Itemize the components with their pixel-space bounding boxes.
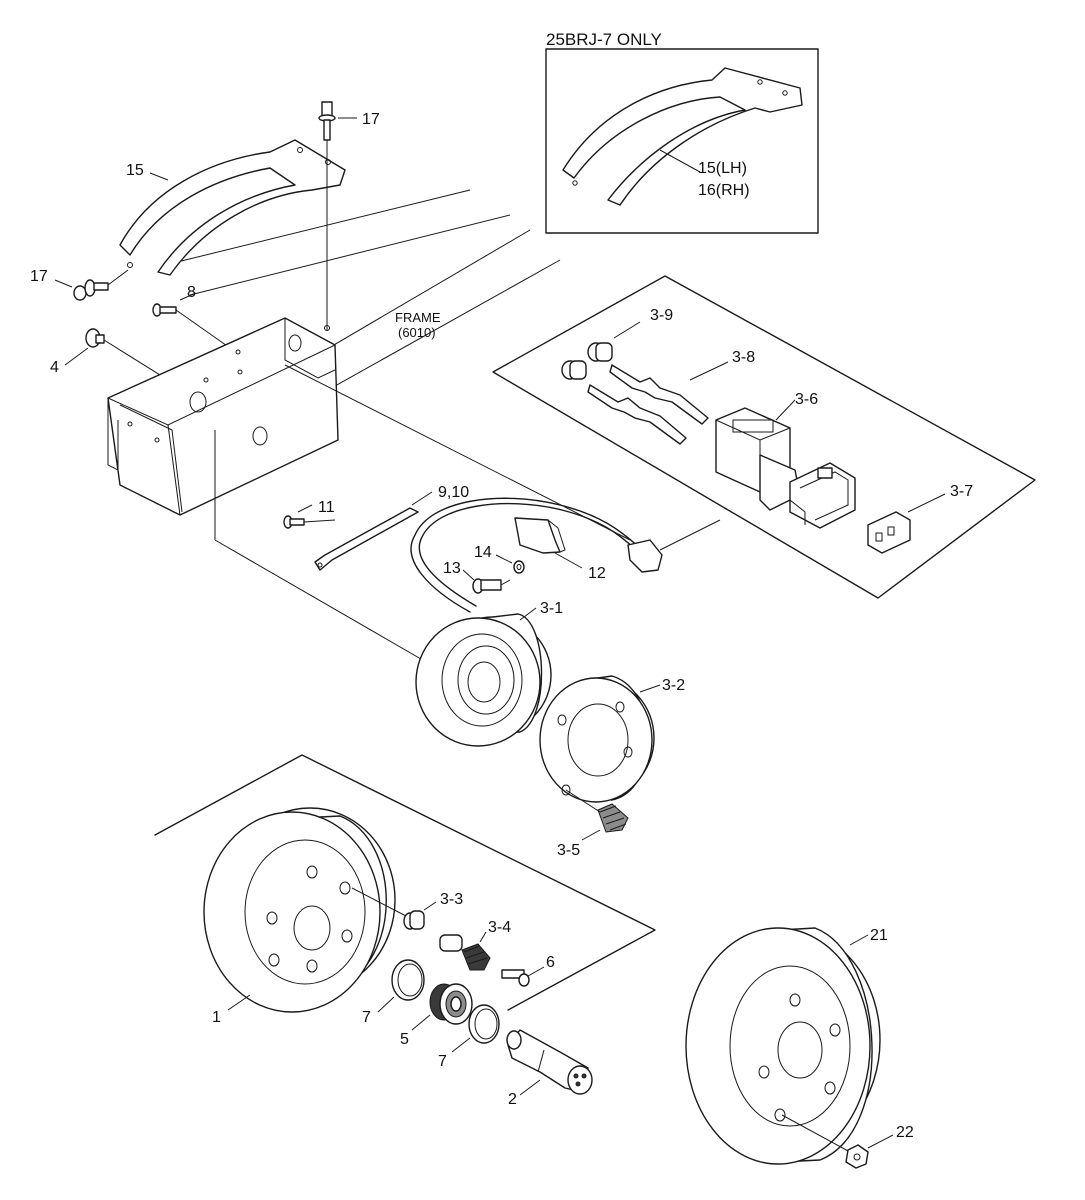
wheel-21: 21 <box>685 927 888 1165</box>
callout-4: 4 <box>50 359 59 376</box>
callout-3-9: 3-9 <box>650 307 673 324</box>
callout-7-lower: 7 <box>438 1053 447 1070</box>
nut-22: 22 <box>781 1114 914 1169</box>
callout-17-side: 17 <box>30 268 48 285</box>
callout-3-3: 3-3 <box>440 891 463 908</box>
inset-box: 25BRJ-7 ONLY 15(LH) 16(RH) <box>545 30 819 234</box>
snap-ring-7-upper: 7 <box>362 959 425 1026</box>
connector-detail-box: 3-9 3-8 3-6 3-7 <box>492 275 1036 599</box>
callout-3-4: 3-4 <box>488 919 511 936</box>
washer-4: 4 <box>50 328 201 401</box>
wheel-3-1: 3-1 <box>415 600 563 747</box>
spring-3-5: 3-5 <box>557 789 629 859</box>
callout-5: 5 <box>400 1031 409 1048</box>
bolt-17-side: 17 <box>30 268 129 301</box>
frame-number: (6010) <box>398 325 436 340</box>
rod-9-10-and-screw-11: 11 9,10 <box>283 484 469 571</box>
bolt-13: 13 <box>443 560 511 594</box>
callout-8: 8 <box>187 284 196 301</box>
inset-label-lh: 15(LH) <box>698 160 747 177</box>
sensor-12: 12 <box>514 517 606 582</box>
callout-7-upper: 7 <box>362 1009 371 1026</box>
bushing-3-3: 3-3 <box>351 887 463 930</box>
wheel-1: 1 <box>203 807 396 1026</box>
pin-spring-3-4: 3-4 <box>439 919 511 971</box>
callout-3-7: 3-7 <box>950 483 973 500</box>
callout-12: 12 <box>588 565 606 582</box>
inset-title: 25BRJ-7 ONLY <box>546 30 662 49</box>
fender-15 <box>119 139 346 276</box>
callout-2: 2 <box>508 1091 517 1108</box>
axle-2: 2 <box>506 1029 593 1108</box>
callout-13: 13 <box>443 560 461 577</box>
callout-9-10: 9,10 <box>438 484 469 501</box>
callout-17-top: 17 <box>362 111 380 128</box>
inset-label-rh: 16(RH) <box>698 182 750 199</box>
plate-3-2: 3-2 <box>539 675 685 803</box>
callout-14: 14 <box>474 544 492 561</box>
assembly-plane <box>154 754 656 1011</box>
washer-14: 14 <box>474 544 525 574</box>
callout-3-6: 3-6 <box>795 391 818 408</box>
callout-3-8: 3-8 <box>732 349 755 366</box>
callout-21: 21 <box>870 927 888 944</box>
callout-1: 1 <box>212 1009 221 1026</box>
callout-6: 6 <box>546 954 555 971</box>
bolt-17-top: 17 <box>318 101 380 331</box>
bearing-5: 5 <box>400 983 473 1048</box>
frame-label: FRAME <box>395 310 441 325</box>
callout-3-5: 3-5 <box>557 842 580 859</box>
callout-11: 11 <box>318 499 335 516</box>
callout-3-2: 3-2 <box>662 677 685 694</box>
snap-ring-7-lower: 7 <box>438 1004 500 1070</box>
callout-3-1: 3-1 <box>540 600 563 617</box>
bolt-6: 6 <box>501 954 555 987</box>
callout-15: 15 <box>126 162 144 179</box>
frame-bracket <box>107 317 631 671</box>
callout-22: 22 <box>896 1124 914 1141</box>
